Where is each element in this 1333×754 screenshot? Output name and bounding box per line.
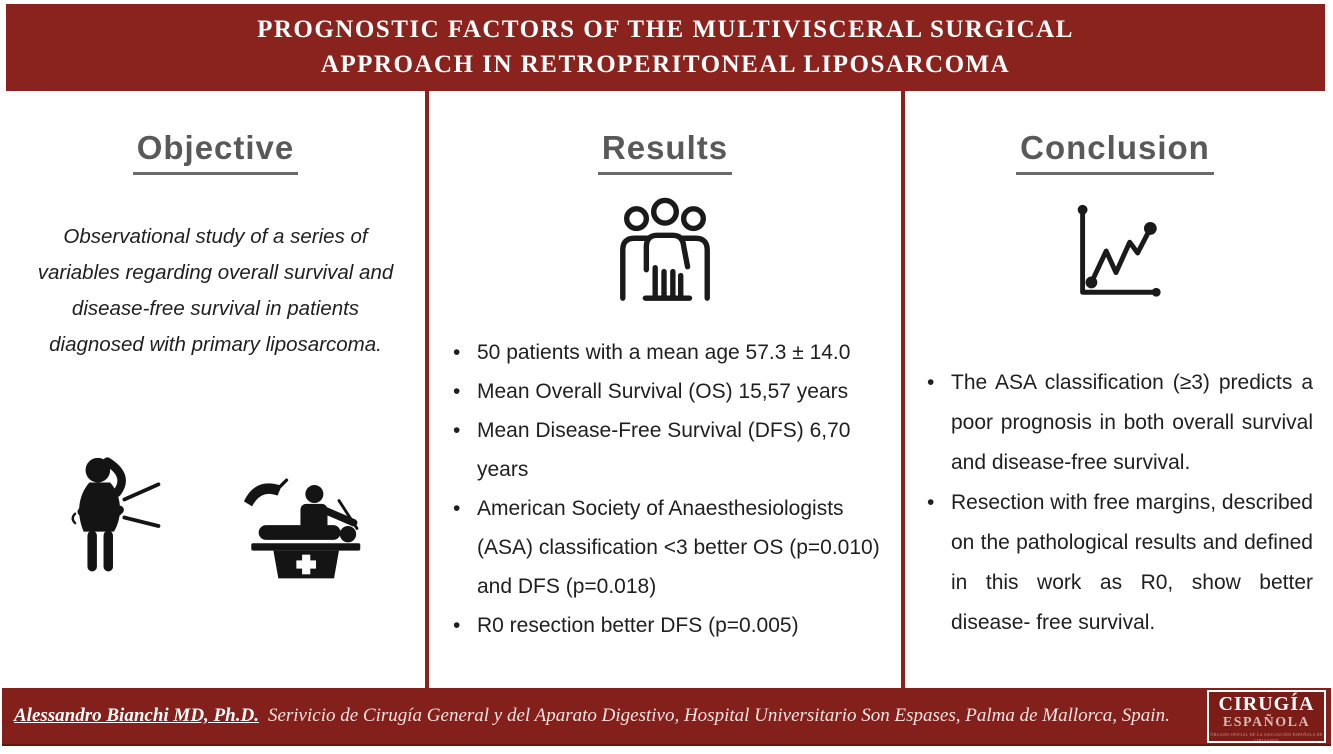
list-item: • R0 resection better DFS (p=0.005) xyxy=(453,606,891,645)
bullet-marker: • xyxy=(927,491,935,514)
conclusion-heading: Conclusion xyxy=(905,129,1325,175)
objective-paragraph: Observational study of a series of varia… xyxy=(37,225,394,356)
logo-title: CIRUGÍA xyxy=(1218,693,1315,715)
list-item: • Resection with free margins, described… xyxy=(927,483,1313,643)
author-name: Alessandro Bianchi MD, Ph.D. xyxy=(14,705,259,726)
author-affiliation: Alessandro Bianchi MD, Ph.D. Serivicio de… xyxy=(14,705,1170,727)
cirugia-espanola-logo: CIRUGÍA ESPAÑOLA ÓRGANO OFICIAL DE LA AS… xyxy=(1207,690,1326,743)
bullet-marker: • xyxy=(453,614,461,637)
results-heading: Results xyxy=(429,129,901,175)
bullet-marker: • xyxy=(453,380,461,403)
logo-subtitle: ESPAÑOLA xyxy=(1222,715,1311,730)
footer-banner: Alessandro Bianchi MD, Ph.D. Serivicio de… xyxy=(2,688,1331,746)
title-line-2: APPROACH IN RETROPERITONEAL LIPOSARCOMA xyxy=(320,50,1011,78)
list-item: • Mean Overall Survival (OS) 15,57 years xyxy=(453,372,891,411)
objective-icons xyxy=(6,455,425,597)
title-banner: PROGNOSTIC FACTORS OF THE MULTIVISCERAL … xyxy=(6,4,1325,91)
patient-abdominal-pain-icon xyxy=(65,455,161,597)
list-item: • American Society of Anaesthesiologists… xyxy=(453,489,891,606)
column-divider-right xyxy=(901,91,905,688)
trend-chart-icon xyxy=(905,197,1325,307)
list-item: • 50 patients with a mean age 57.3 ± 14.… xyxy=(453,333,891,372)
conclusion-bullet-list: • The ASA classification (≥3) predicts a… xyxy=(905,363,1325,643)
objective-heading: Objective xyxy=(6,129,425,175)
logo-tagline: ÓRGANO OFICIAL DE LA ASOCIACIÓN ESPAÑOLA… xyxy=(1210,732,1323,743)
title-line-1: PROGNOSTIC FACTORS OF THE MULTIVISCERAL … xyxy=(257,16,1074,44)
objective-column: Objective Observational study of a serie… xyxy=(6,91,425,688)
results-bullet-list: • 50 patients with a mean age 57.3 ± 14.… xyxy=(429,333,901,645)
bullet-marker: • xyxy=(927,371,935,394)
bullet-marker: • xyxy=(453,419,461,442)
bullet-marker: • xyxy=(453,341,461,364)
list-item: • Mean Disease-Free Survival (DFS) 6,70 … xyxy=(453,411,891,489)
patient-group-icon xyxy=(429,197,901,307)
results-column: Results • 5 xyxy=(429,91,901,688)
bullet-marker: • xyxy=(453,497,461,520)
list-item: • The ASA classification (≥3) predicts a… xyxy=(927,363,1313,483)
surgery-operation-table-icon xyxy=(239,473,366,597)
affiliation-text: Serivicio de Cirugía General y del Apara… xyxy=(267,705,1170,726)
column-divider-left xyxy=(425,91,429,688)
conclusion-column: Conclusion • The ASA classification (≥3)… xyxy=(905,91,1325,688)
main-content: Objective Observational study of a serie… xyxy=(6,91,1325,688)
